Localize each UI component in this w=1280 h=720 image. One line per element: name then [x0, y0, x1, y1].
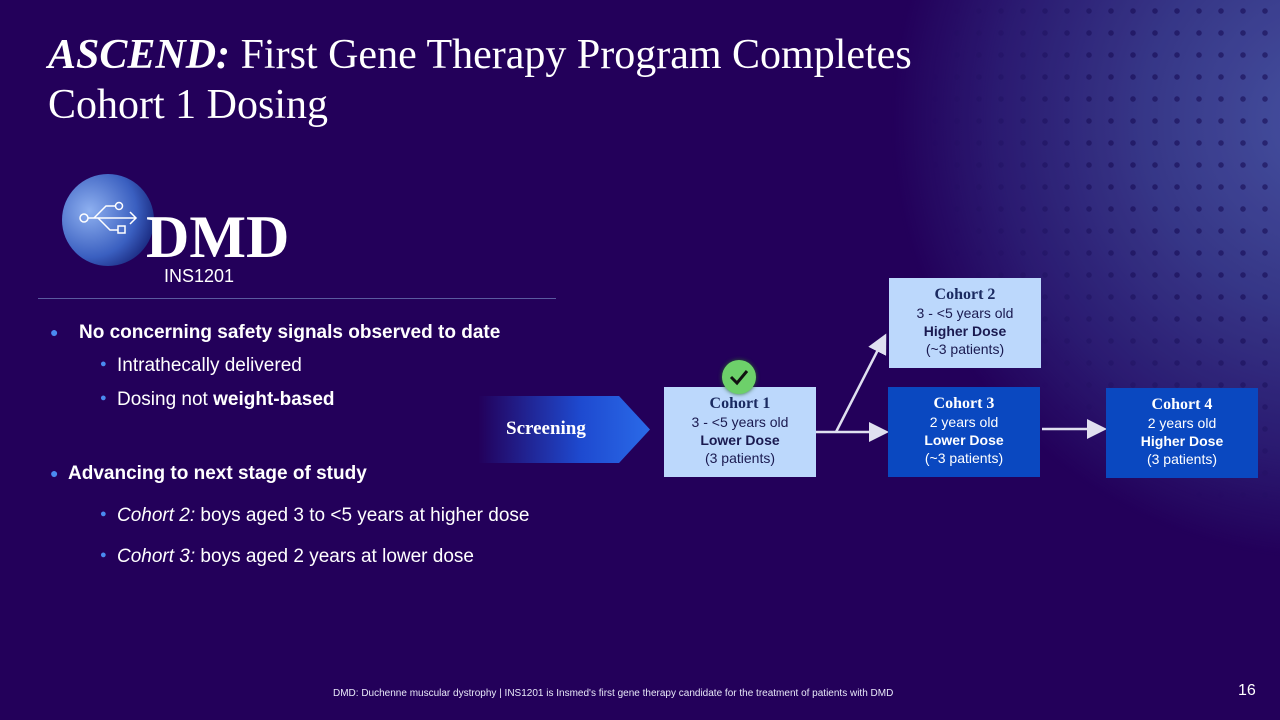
- dosing-text: Dosing not: [117, 389, 214, 410]
- cohort-dose: Higher Dose: [923, 323, 1007, 339]
- bullet-intrathecal: Intrathecally delivered: [117, 355, 302, 376]
- bullet-advancing: Advancing to next stage of study: [68, 463, 367, 484]
- slide-title: ASCEND: First Gene Therapy Program Compl…: [48, 30, 912, 130]
- page-number: 16: [1238, 682, 1256, 699]
- bullet-icon: ●: [50, 465, 59, 481]
- bullet-cohort2: Cohort 2: boys aged 3 to <5 years at hig…: [117, 505, 529, 527]
- bullet-cohort3: Cohort 3: boys aged 2 years at lower dos…: [117, 546, 474, 568]
- cohort-name: Cohort 2: [934, 286, 996, 303]
- cohort-patients: (~3 patients): [924, 450, 1004, 466]
- cohort2-text: boys aged 3 to <5 years at higher dose: [195, 505, 530, 526]
- cohort3-label: Cohort 3:: [117, 546, 196, 567]
- bullet-icon: ●: [100, 508, 107, 520]
- cohort-name: Cohort 1: [709, 395, 771, 412]
- cohort-name: Cohort 4: [1151, 396, 1213, 413]
- screening-chevron: Screening: [478, 396, 650, 463]
- usb-branch-icon: [62, 174, 154, 266]
- cohort-patients: (~3 patients): [925, 341, 1005, 357]
- bullet-icon: ●: [50, 324, 59, 340]
- divider: [38, 298, 556, 299]
- cohort-name: Cohort 3: [933, 395, 995, 412]
- footnote: DMD: Duchenne muscular dystrophy | INS12…: [333, 688, 894, 699]
- program-name: DMD: [146, 204, 290, 270]
- bullet-dosing: Dosing not weight-based: [117, 389, 335, 411]
- cohort-age: 3 - <5 years old: [916, 305, 1014, 321]
- bullet-safety: No concerning safety signals observed to…: [79, 322, 501, 343]
- cohort-age: 3 - <5 years old: [691, 414, 789, 430]
- cohort2-label: Cohort 2:: [117, 505, 196, 526]
- cohort3-text: boys aged 2 years at lower dose: [195, 546, 474, 567]
- cohort-3-box: Cohort 3 2 years old Lower Dose (~3 pati…: [888, 387, 1040, 477]
- title-rest: First Gene Therapy Program Completes: [230, 32, 912, 78]
- cohort-patients: (3 patients): [1146, 451, 1218, 467]
- title-emphasis: ASCEND:: [48, 32, 231, 78]
- arrow-to-cohort2: [834, 333, 887, 433]
- bullet-icon: ●: [100, 549, 107, 561]
- cohort-patients: (3 patients): [704, 450, 776, 466]
- cohort-dose: Lower Dose: [924, 432, 1004, 448]
- dosing-bold: weight-based: [213, 389, 335, 410]
- screening-label: Screening: [506, 418, 586, 439]
- cohort-age: 2 years old: [929, 414, 999, 430]
- program-code: INS1201: [164, 266, 235, 286]
- bullet-icon: ●: [100, 392, 107, 404]
- cohort-2-box: Cohort 2 3 - <5 years old Higher Dose (~…: [889, 278, 1041, 368]
- cohort-age: 2 years old: [1147, 415, 1217, 431]
- cohort-dose: Higher Dose: [1140, 433, 1224, 449]
- cohort-dose: Lower Dose: [700, 432, 780, 448]
- title-line2: Cohort 1 Dosing: [48, 82, 329, 128]
- cohort-4-box: Cohort 4 2 years old Higher Dose (3 pati…: [1106, 388, 1258, 478]
- checkmark-icon: [722, 360, 756, 394]
- bullet-icon: ●: [100, 358, 107, 370]
- cohort-1-box: Cohort 1 3 - <5 years old Lower Dose (3 …: [664, 387, 816, 477]
